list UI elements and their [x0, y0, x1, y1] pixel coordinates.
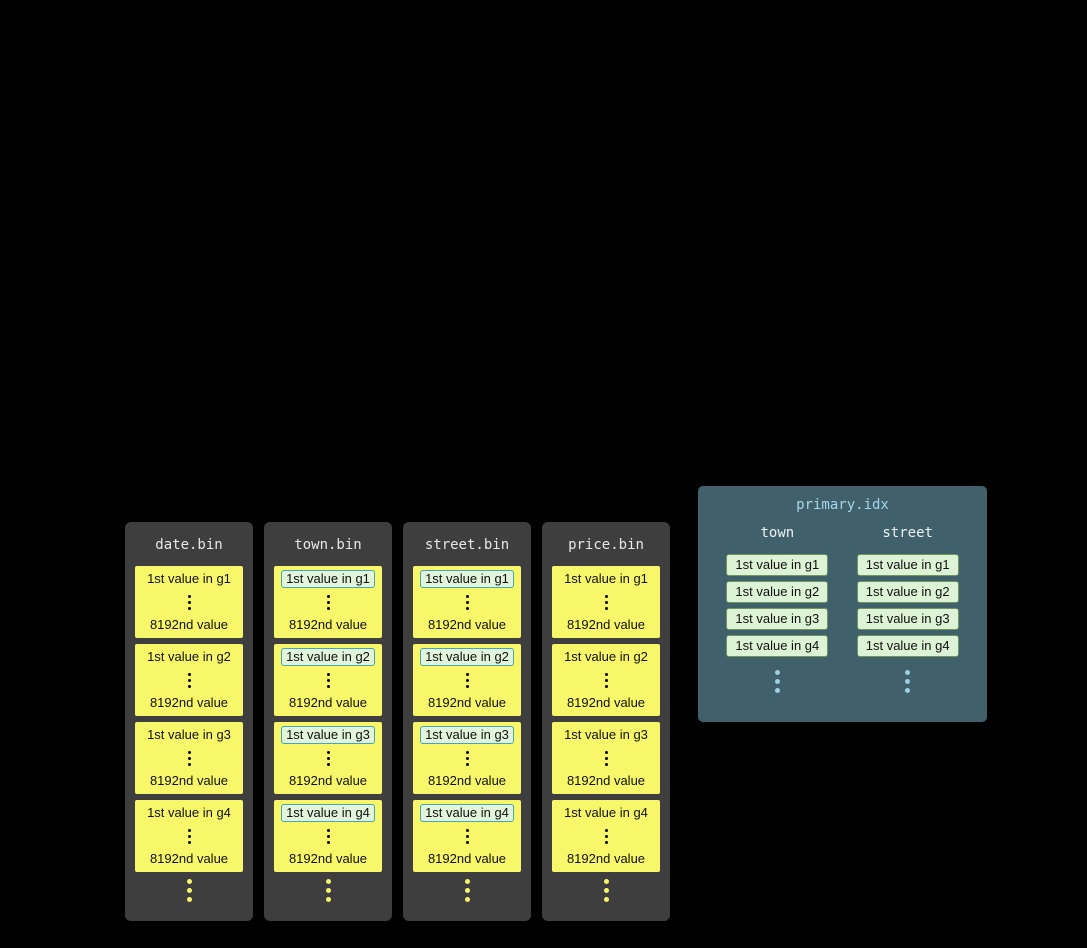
- bin-column-date: date.bin 1st value in g1 8192nd value 1s…: [125, 522, 253, 921]
- granule-ellipsis: [326, 827, 330, 846]
- column-ellipsis: [403, 879, 531, 902]
- index-mark-g1: 1st value in g1: [726, 554, 829, 576]
- granule-ellipsis: [465, 749, 469, 768]
- granule-last-value: 8192nd value: [149, 695, 229, 710]
- index-mark-g2: 1st value in g2: [726, 581, 829, 603]
- granule-ellipsis: [465, 671, 469, 690]
- index-mark-g1: 1st value in g1: [856, 554, 959, 576]
- granule-last-value: 8192nd value: [566, 617, 646, 632]
- granule-g4: 1st value in g4 8192nd value: [413, 800, 521, 872]
- granule-last-value: 8192nd value: [149, 617, 229, 632]
- granule-g4: 1st value in g4 8192nd value: [135, 800, 243, 872]
- granule-first-value: 1st value in g1: [564, 571, 648, 586]
- granule-g3: 1st value in g3 8192nd value: [135, 722, 243, 794]
- granule-g3: 1st value in g3 8192nd value: [552, 722, 660, 794]
- primary-index-panel: primary.idx town 1st value in g1 1st val…: [698, 486, 987, 722]
- granule-ellipsis: [465, 593, 469, 612]
- granule-first-value-marked: 1st value in g3: [420, 726, 514, 744]
- bin-column-title: price.bin: [568, 537, 644, 553]
- granule-last-value: 8192nd value: [288, 617, 368, 632]
- index-ellipsis: [774, 670, 780, 693]
- bin-column-title: town.bin: [294, 537, 362, 553]
- granule-first-value: 1st value in g3: [564, 727, 648, 742]
- index-mark-g2: 1st value in g2: [856, 581, 959, 603]
- granule-ellipsis: [326, 749, 330, 768]
- granule-last-value: 8192nd value: [427, 851, 507, 866]
- granule-first-value: 1st value in g3: [147, 727, 231, 742]
- granule-first-value-marked: 1st value in g1: [420, 570, 514, 588]
- granule-first-value-marked: 1st value in g1: [281, 570, 375, 588]
- granule-ellipsis: [604, 827, 608, 846]
- granule-ellipsis: [187, 749, 191, 768]
- granule-ellipsis: [604, 593, 608, 612]
- column-ellipsis: [125, 879, 253, 902]
- index-column-header: town: [760, 525, 795, 541]
- granule-last-value: 8192nd value: [427, 773, 507, 788]
- granule-ellipsis: [187, 671, 191, 690]
- index-column-header: street: [882, 525, 933, 541]
- granule-ellipsis: [187, 593, 191, 612]
- granule-g4: 1st value in g4 8192nd value: [552, 800, 660, 872]
- granule-last-value: 8192nd value: [566, 695, 646, 710]
- granule-last-value: 8192nd value: [566, 851, 646, 866]
- granule-first-value: 1st value in g1: [147, 571, 231, 586]
- granule-g3: 1st value in g3 8192nd value: [413, 722, 521, 794]
- index-ellipsis: [905, 670, 911, 693]
- index-mark-g4: 1st value in g4: [856, 635, 959, 657]
- granule-first-value: 1st value in g2: [147, 649, 231, 664]
- granule-g2: 1st value in g2 8192nd value: [552, 644, 660, 716]
- granule-first-value-marked: 1st value in g2: [281, 648, 375, 666]
- granule-g2: 1st value in g2 8192nd value: [413, 644, 521, 716]
- granule-ellipsis: [187, 827, 191, 846]
- granule-g2: 1st value in g2 8192nd value: [274, 644, 382, 716]
- granule-last-value: 8192nd value: [566, 773, 646, 788]
- bin-column-title: date.bin: [155, 537, 223, 553]
- index-mark-g3: 1st value in g3: [726, 608, 829, 630]
- column-ellipsis: [542, 879, 670, 902]
- granule-first-value-marked: 1st value in g2: [420, 648, 514, 666]
- bin-column-title: street.bin: [424, 537, 510, 553]
- granule-ellipsis: [326, 593, 330, 612]
- granule-last-value: 8192nd value: [427, 617, 507, 632]
- granule-first-value-marked: 1st value in g4: [420, 804, 514, 822]
- granule-ellipsis: [604, 671, 608, 690]
- granule-g2: 1st value in g2 8192nd value: [135, 644, 243, 716]
- bin-column-town: town.bin 1st value in g1 8192nd value 1s…: [264, 522, 392, 921]
- granule-first-value-marked: 1st value in g4: [281, 804, 375, 822]
- granule-first-value: 1st value in g4: [147, 805, 231, 820]
- granule-last-value: 8192nd value: [288, 695, 368, 710]
- granule-ellipsis: [326, 671, 330, 690]
- granule-first-value: 1st value in g4: [564, 805, 648, 820]
- granule-g4: 1st value in g4 8192nd value: [274, 800, 382, 872]
- granule-last-value: 8192nd value: [288, 773, 368, 788]
- granule-g1: 1st value in g1 8192nd value: [135, 566, 243, 638]
- granule-g1: 1st value in g1 8192nd value: [552, 566, 660, 638]
- index-mark-g4: 1st value in g4: [726, 635, 829, 657]
- index-column-street: street 1st value in g1 1st value in g2 1…: [856, 525, 959, 693]
- granule-ellipsis: [465, 827, 469, 846]
- granule-last-value: 8192nd value: [149, 851, 229, 866]
- granule-g3: 1st value in g3 8192nd value: [274, 722, 382, 794]
- index-title: primary.idx: [796, 497, 889, 513]
- granule-last-value: 8192nd value: [288, 851, 368, 866]
- column-ellipsis: [264, 879, 392, 902]
- index-column-town: town 1st value in g1 1st value in g2 1st…: [726, 525, 829, 693]
- index-columns: town 1st value in g1 1st value in g2 1st…: [698, 525, 987, 693]
- granule-g1: 1st value in g1 8192nd value: [274, 566, 382, 638]
- granule-last-value: 8192nd value: [427, 695, 507, 710]
- index-mark-g3: 1st value in g3: [856, 608, 959, 630]
- granule-last-value: 8192nd value: [149, 773, 229, 788]
- bin-column-price: price.bin 1st value in g1 8192nd value 1…: [542, 522, 670, 921]
- bin-column-street: street.bin 1st value in g1 8192nd value …: [403, 522, 531, 921]
- granule-first-value: 1st value in g2: [564, 649, 648, 664]
- granule-g1: 1st value in g1 8192nd value: [413, 566, 521, 638]
- granule-ellipsis: [604, 749, 608, 768]
- granule-first-value-marked: 1st value in g3: [281, 726, 375, 744]
